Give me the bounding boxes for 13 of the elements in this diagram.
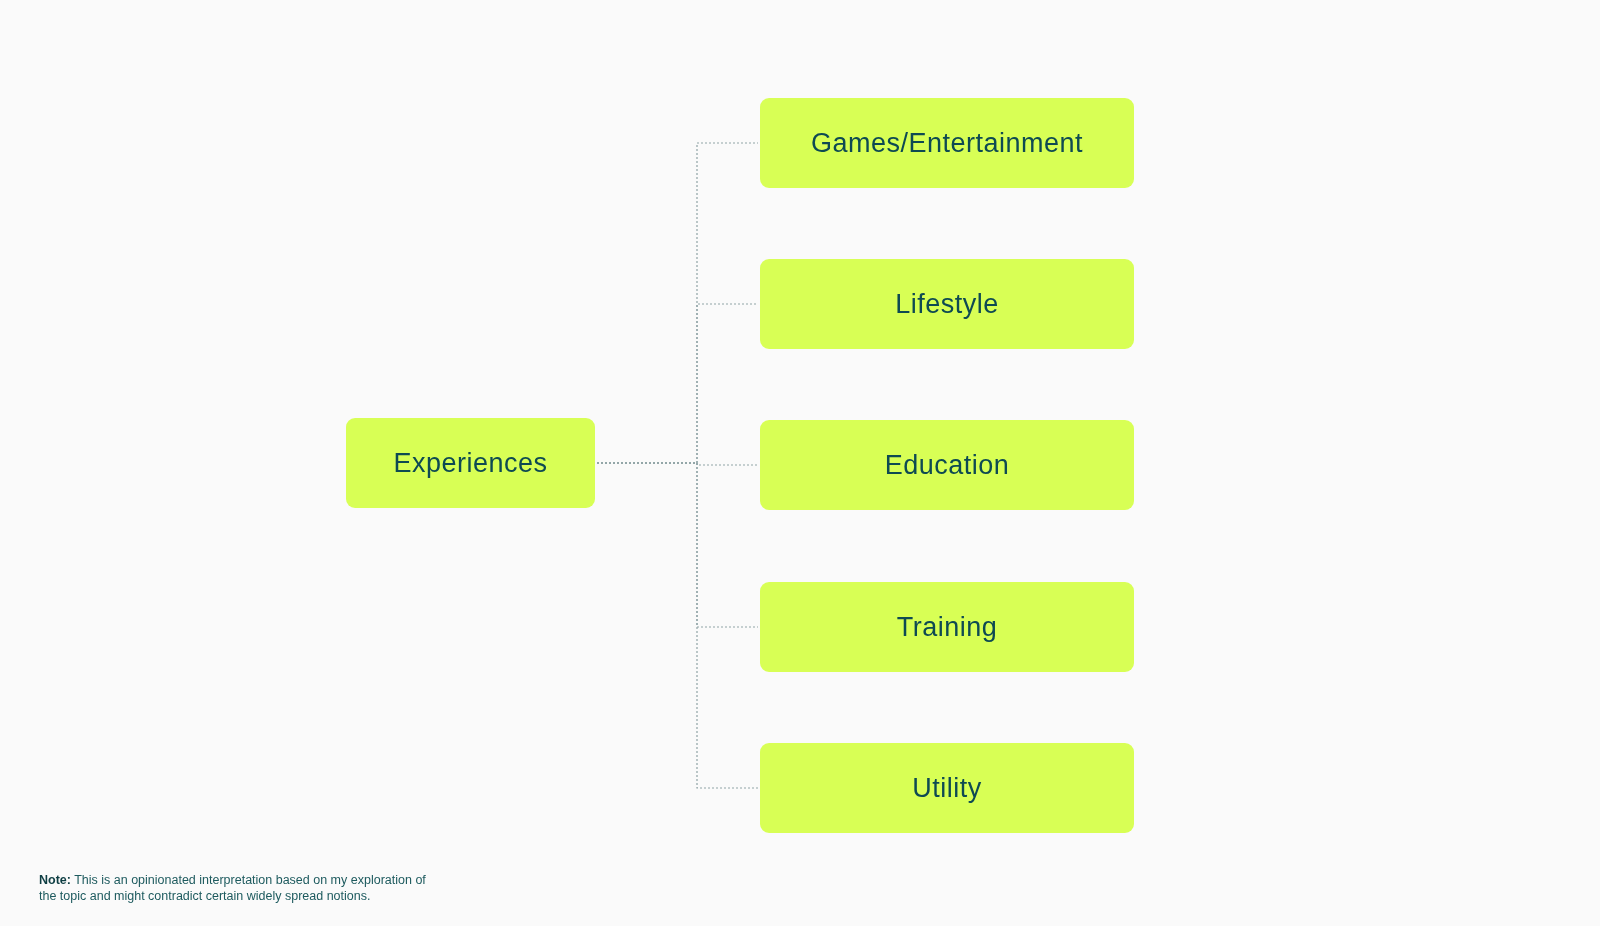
- node-label: Education: [884, 448, 1010, 482]
- category-box: [760, 98, 1134, 188]
- category-box: [760, 743, 1134, 833]
- node-label: Utility: [912, 771, 982, 805]
- node-label: Experiences: [393, 446, 548, 480]
- footnote: Note: This is an opinionated interpretation based on my exploration of the topic and might contradict certain widely spread notions.: [39, 872, 427, 904]
- category-box: [760, 582, 1134, 672]
- node-label: Lifestyle: [895, 287, 999, 321]
- category-box: [760, 259, 1134, 349]
- node-label: Games/Entertainment: [810, 126, 1084, 160]
- root-box: [346, 418, 595, 508]
- category-box: [760, 420, 1134, 510]
- node-label: Training: [896, 610, 998, 644]
